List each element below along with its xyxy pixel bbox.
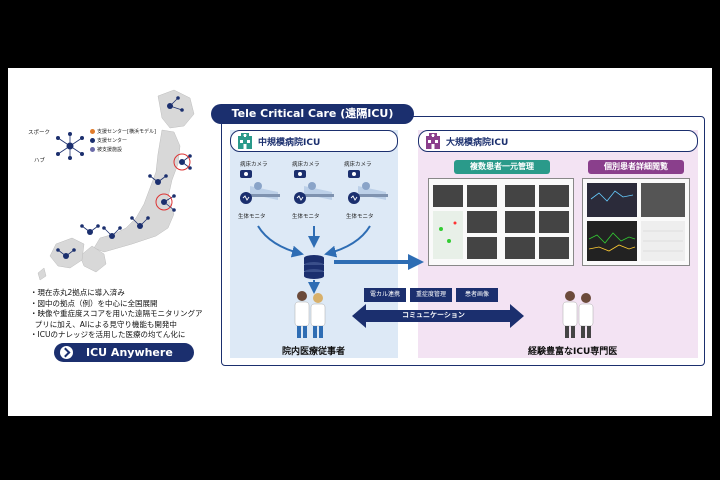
hospital-icon bbox=[426, 133, 440, 149]
legend-item: 支援センター[横浜モデル] bbox=[90, 128, 156, 135]
icu-specialist-icon bbox=[562, 291, 594, 338]
large-hospital-title: 大規模病院ICU bbox=[446, 138, 509, 148]
camera-label: 病床カメラ bbox=[292, 162, 320, 168]
chip-emr-integration: 電カル連携 bbox=[364, 288, 406, 302]
bullet-item: ・現在赤丸2拠点に導入済み bbox=[30, 288, 125, 297]
dashboard-thumbnails bbox=[433, 185, 569, 259]
camera-label: 病床カメラ bbox=[240, 162, 268, 168]
mid-hospital-header bbox=[230, 130, 398, 152]
bullet-item: ・映像や重症度スコアを用いた遠隔モニタリングア bbox=[30, 309, 203, 318]
japan-network-map bbox=[37, 89, 195, 281]
page-title: Tele Critical Care (遠隔ICU) bbox=[211, 104, 414, 124]
legend-spoke-label: スポーク bbox=[28, 130, 51, 136]
icu-anywhere-button[interactable]: ICU Anywhere bbox=[54, 343, 194, 362]
specialist-caption: 経験豊富なICU専門医 bbox=[528, 347, 618, 357]
legend-item: 支援センター bbox=[90, 137, 127, 144]
dashboard-screen-unified bbox=[428, 178, 574, 266]
slide: スポーク ハブ 支援センター[横浜モデル] 支援センター 被支援施設 ・現在赤丸… bbox=[8, 68, 712, 416]
medical-staff-icon bbox=[294, 291, 326, 338]
bullet-list: ・現在赤丸2拠点に導入済み ・図中の拠点（例）を中心に全国展開 ・映像や重症度ス… bbox=[30, 288, 240, 341]
staff-caption: 院内医療従事者 bbox=[282, 347, 346, 357]
detail-thumbnails bbox=[587, 183, 685, 261]
legend-dot bbox=[90, 138, 95, 143]
tag-unified-management: 複数患者一元管理 bbox=[454, 160, 550, 174]
data-flow-arrows bbox=[257, 225, 424, 294]
tele-icu-frame bbox=[221, 116, 705, 366]
camera-label: 病床カメラ bbox=[344, 162, 372, 168]
chevron-right-icon bbox=[60, 346, 73, 359]
legend-hub-label: ハブ bbox=[34, 158, 46, 164]
monitor-label: 生体モニタ bbox=[346, 214, 374, 220]
database-icon bbox=[304, 255, 324, 279]
legend-dot bbox=[90, 129, 95, 134]
hospital-icon bbox=[238, 133, 252, 149]
legend-item: 被支援施設 bbox=[90, 146, 122, 153]
dashboard-screen-detail bbox=[582, 178, 690, 266]
chip-severity-management: 重症度管理 bbox=[410, 288, 452, 302]
legend-dot bbox=[90, 147, 95, 152]
patient-beds-illustration bbox=[240, 170, 388, 204]
bullet-item: プリに加え、AIによる見守り機能も開発中 bbox=[34, 319, 177, 329]
monitor-label: 生体モニタ bbox=[292, 214, 320, 220]
communication-double-arrow bbox=[352, 304, 524, 328]
bullet-item: ・図中の拠点（例）を中心に全国展開 bbox=[30, 298, 158, 308]
large-hospital-header bbox=[418, 130, 698, 152]
chip-patient-images: 患者画像 bbox=[456, 288, 498, 302]
tag-detail-view: 個別患者詳細閲覧 bbox=[588, 160, 684, 174]
monitor-label: 生体モニタ bbox=[238, 214, 266, 220]
bullet-item: ・ICUのナレッジを活用した医療の均てん化に bbox=[30, 330, 186, 339]
communication-label: コミュニケーション bbox=[402, 311, 465, 319]
mid-hospital-title: 中規模病院ICU bbox=[258, 138, 321, 148]
